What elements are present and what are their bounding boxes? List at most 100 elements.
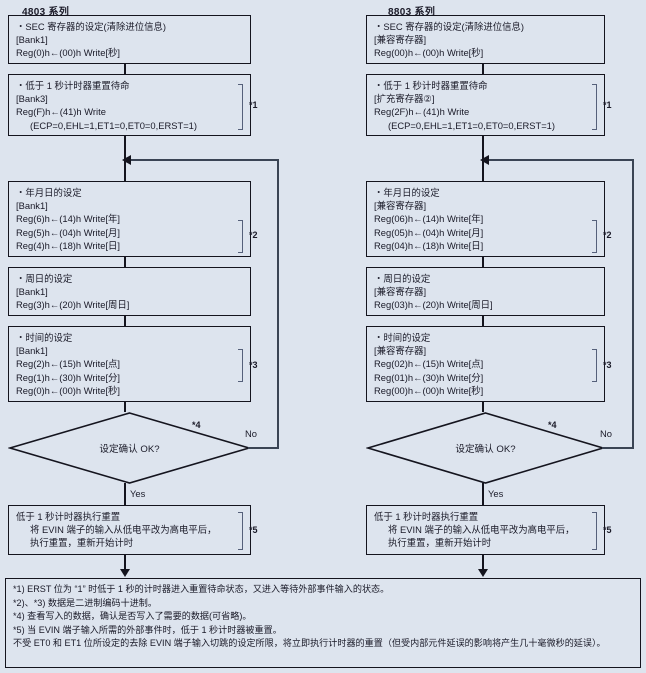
connector-right-week-to-time [482,316,484,326]
box-line: [兼容寄存器] [374,345,427,357]
box-line: Reg(0)h←(00)h Write[秒] [16,384,121,396]
right-reset-execution-box: 低于 1 秒计时器执行重置 将 EVIN 端子的输入从低电平改为高电平后， 执行… [366,505,605,555]
box-line: ・低于 1 秒计时器重置待命 [16,80,130,91]
right-sub1s-standby-box: ・低于 1 秒计时器重置待命 [扩充寄存器②] Reg(2F)h←(41)h W… [366,74,605,136]
footnote-2: *2)、*3) 数据是二进制编码十进制。 [13,597,157,608]
box-line: 执行重置，重新开始计时 [388,537,492,549]
feedback-loop-arrowhead-right [480,155,489,165]
box-line: Reg(04)h←(18)h Write[日] [374,239,484,251]
box-line: Reg(5)h←(04)h Write[月] [16,226,121,238]
connector-left-decision-to-reset [124,483,126,505]
right-note5-brace [592,512,597,550]
box-line: ・周日的设定 [374,273,431,284]
box-line: [兼容寄存器] [374,286,427,298]
left-sec-register-box: ・SEC 寄存器的设定(清除进位信息) [Bank1] Reg(0)h←(00)… [8,15,251,64]
box-line: [兼容寄存器] [374,34,427,46]
left-no-label: No [245,428,257,439]
right-decision-label: 设定确认 OK? [455,444,516,455]
connector-right-sub1s-to-merge [482,136,484,160]
feedback-loop-riser-right [632,159,634,449]
box-line: 将 EVIN 端子的输入从低电平改为高电平后， [388,524,575,536]
right-note-marker-2: *2 [603,230,612,240]
left-weekday-setting-box: ・周日的设定 [Bank1] Reg(3)h←(20)h Write[周日] [8,267,251,316]
right-note1-brace [592,84,597,130]
feedback-loop-arrowhead-left [122,155,131,165]
connector-left-merge-to-date [124,160,126,181]
box-line: Reg(F)h←(41)h Write [16,106,106,118]
footnote-4: *5) 当 EVIN 端子输入所需的外部事件时，低于 1 秒计时器被重置。 [13,624,282,635]
box-line: 执行重置，重新开始计时 [30,537,134,549]
box-line: Reg(2F)h←(41)h Write [374,106,470,118]
footnotes-box: *1) ERST 位为 “1” 时低于 1 秒的计时器进入重置待命状态，又进入等… [5,578,641,668]
right-no-label: No [600,428,612,439]
left-date-setting-box: ・年月日的设定 [Bank1] Reg(6)h←(14)h Write[年] R… [8,181,251,257]
right-note3-brace [592,349,597,382]
connector-left-date-to-week [124,257,126,267]
feedback-loop-horizontal-right [489,159,634,161]
box-line: (ECP=0,EHL=1,ET1=0,ET0=0,ERST=1) [30,119,198,131]
right-decision-diamond [366,412,605,484]
footnote-5: 不受 ET0 和 ET1 位所设定的去除 EVIN 端子输入切跳的设定所限，将立… [13,638,606,649]
right-sec-register-box: ・SEC 寄存器的设定(清除进位信息) [兼容寄存器] Reg(00)h←(00… [366,15,605,64]
box-line: Reg(4)h←(18)h Write[日] [16,239,121,251]
box-line: Reg(03)h←(20)h Write[周日] [374,299,493,311]
box-line: [Bank1] [16,34,48,46]
left-decision-label: 设定确认 OK? [99,444,160,455]
right-note-marker-3: *3 [603,360,612,370]
box-line: ・年月日的设定 [374,187,440,198]
footnote-1: *1) ERST 位为 “1” 时低于 1 秒的计时器进入重置待命状态，又进入等… [13,584,390,594]
left-note1-brace [238,84,243,130]
connector-right-date-to-week [482,257,484,267]
box-line: Reg(00)h←(00)h Write[秒] [374,384,484,396]
box-line: ・年月日的设定 [16,187,82,198]
connector-right-reset-to-footer [482,555,484,570]
left-note5-brace [238,512,243,550]
connector-right-merge-to-date [482,160,484,181]
left-yes-label: Yes [130,488,146,499]
left-note2-brace [238,220,243,253]
left-footer-arrowhead [120,569,130,577]
connector-right-decision-to-reset [482,483,484,505]
right-date-setting-box: ・年月日的设定 [兼容寄存器] Reg(06)h←(14)h Write[年] … [366,181,605,257]
right-weekday-setting-box: ・周日的设定 [兼容寄存器] Reg(03)h←(20)h Write[周日] [366,267,605,316]
box-line: Reg(6)h←(14)h Write[年] [16,213,121,225]
connector-left-reset-to-footer [124,555,126,570]
left-sub1s-standby-box: ・低于 1 秒计时器重置待命 [Bank3] Reg(F)h←(41)h Wri… [8,74,251,136]
right-note-marker-1: *1 [603,100,612,110]
box-line: [扩充寄存器②] [374,93,435,105]
box-line: [Bank3] [16,93,48,105]
box-line: ・SEC 寄存器的设定(清除进位信息) [374,21,525,32]
box-line: [Bank1] [16,286,48,298]
box-line: Reg(02)h←(15)h Write[点] [374,358,484,370]
left-note-marker-5: *5 [249,525,258,535]
connector-left-sub1s-to-merge [124,136,126,160]
connector-left-week-to-time [124,316,126,326]
box-line: Reg(2)h←(15)h Write[点] [16,358,121,370]
left-decision-diamond [8,412,251,484]
box-line: ・低于 1 秒计时器重置待命 [374,80,488,91]
left-note-marker-2: *2 [249,230,258,240]
left-note3-brace [238,349,243,382]
box-line: [Bank1] [16,345,48,357]
box-line: Reg(05)h←(04)h Write[月] [374,226,484,238]
right-time-setting-box: ・时间的设定 [兼容寄存器] Reg(02)h←(15)h Write[点] R… [366,326,605,402]
right-note-marker-4: *4 [548,420,557,430]
box-line: ・时间的设定 [374,332,431,343]
right-note2-brace [592,220,597,253]
box-line: 将 EVIN 端子的输入从低电平改为高电平后， [30,524,217,536]
left-note-marker-3: *3 [249,360,258,370]
left-no-edge-line [248,447,279,449]
feedback-loop-horizontal-left [131,159,279,161]
box-line: ・周日的设定 [16,273,73,284]
box-line: Reg(00)h←(00)h Write[秒] [374,47,484,59]
right-yes-label: Yes [488,488,504,499]
box-line: Reg(01)h←(30)h Write[分] [374,371,484,383]
box-line: 低于 1 秒计时器执行重置 [374,511,479,522]
box-line: Reg(0)h←(00)h Write[秒] [16,47,121,59]
box-line: (ECP=0,EHL=1,ET1=0,ET0=0,ERST=1) [388,119,556,131]
box-line: Reg(06)h←(14)h Write[年] [374,213,484,225]
connector-left-sec-to-sub1s [124,64,126,74]
box-line: Reg(1)h←(30)h Write[分] [16,371,121,383]
connector-left-time-to-decision [124,402,126,412]
